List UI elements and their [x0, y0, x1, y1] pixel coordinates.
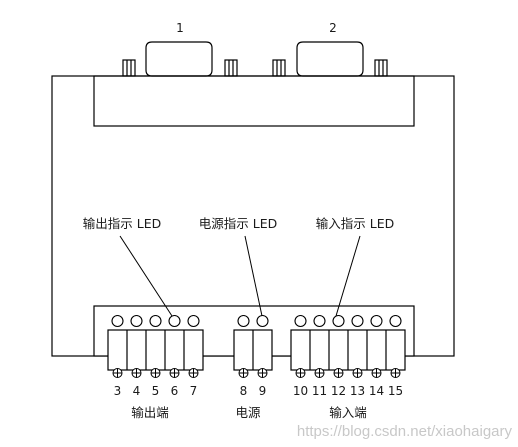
connector-1-label: 1	[176, 21, 184, 35]
terminal-group-label: 电源	[235, 405, 261, 420]
power-led-label: 电源指示 LED	[199, 216, 277, 231]
pin-number: 3	[114, 384, 122, 398]
input-led-leader	[335, 235, 361, 317]
terminal-block	[107, 329, 204, 371]
top-panel	[93, 75, 415, 127]
pin-number: 5	[152, 384, 160, 398]
pin-number: 13	[350, 384, 365, 398]
led-icon	[389, 314, 402, 328]
led-icon	[187, 314, 200, 328]
led-icon	[130, 314, 143, 328]
led-icon	[256, 314, 269, 328]
db-connector-1	[145, 41, 213, 77]
pin-number: 10	[293, 384, 308, 398]
terminal-group-label: 输入端	[329, 405, 367, 420]
led-icon	[332, 314, 345, 328]
output-led-leader	[119, 235, 173, 317]
pin-number: 6	[171, 384, 179, 398]
input-led-label: 输入指示 LED	[316, 216, 394, 231]
pin-number: 9	[259, 384, 267, 398]
screw-post	[374, 59, 388, 77]
pin-number: 11	[312, 384, 327, 398]
db-connector-2	[296, 41, 364, 77]
pin-number: 8	[240, 384, 248, 398]
pin-number: 15	[388, 384, 403, 398]
led-icon	[149, 314, 162, 328]
watermark: https://blog.csdn.net/xiaohaigary	[297, 423, 513, 440]
screw-post	[272, 59, 286, 77]
led-icon	[168, 314, 181, 328]
led-icon	[294, 314, 307, 328]
pin-number: 4	[133, 384, 141, 398]
led-icon	[370, 314, 383, 328]
led-icon	[351, 314, 364, 328]
output-led-label: 输出指示 LED	[83, 216, 161, 231]
led-icon	[111, 314, 124, 328]
led-icon	[313, 314, 326, 328]
terminal-group: 10 11 12 13 14 15 输入端	[290, 314, 406, 420]
pin-number: 12	[331, 384, 346, 398]
terminal-group-label: 输出端	[131, 405, 169, 420]
power-led-leader	[244, 235, 263, 317]
pin-number: 7	[190, 384, 198, 398]
led-icon	[237, 314, 250, 328]
screw-post	[224, 59, 238, 77]
pin-number: 14	[369, 384, 384, 398]
connector-2-label: 2	[329, 21, 337, 35]
screw-post	[122, 59, 136, 77]
